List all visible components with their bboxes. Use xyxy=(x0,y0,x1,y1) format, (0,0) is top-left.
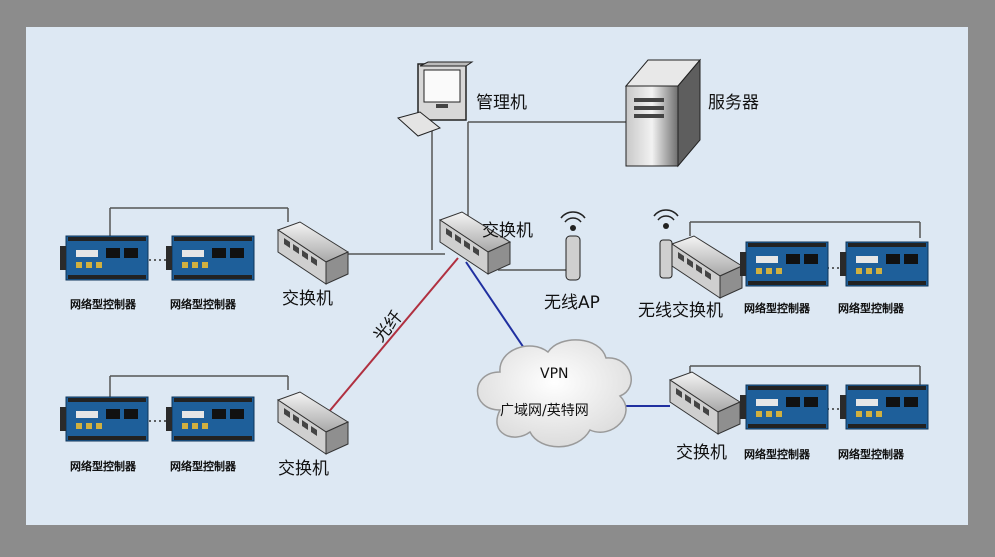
server-label: 服务器 xyxy=(708,93,759,113)
computer-icon xyxy=(396,61,474,137)
vpn-subtitle: 广域网/英特网 xyxy=(500,403,589,419)
switch-label-left-bottom: 交换机 xyxy=(278,459,329,479)
controller-left-bottom-1 xyxy=(59,396,149,442)
controller-left-top-1 xyxy=(59,235,149,281)
controller-label: 网络型控制器 xyxy=(70,298,136,311)
controller-right-bottom-1 xyxy=(739,384,829,430)
wireless-ap-icon xyxy=(560,211,586,281)
controller-label: 网络型控制器 xyxy=(744,302,810,315)
switch-label-right-bottom: 交换机 xyxy=(676,443,727,463)
cloud-icon xyxy=(476,339,632,448)
management-label: 管理机 xyxy=(476,93,527,113)
server-icon xyxy=(624,58,702,168)
antenna-icon xyxy=(653,209,679,279)
wireless-ap-label: 无线AP xyxy=(544,293,600,313)
controller-right-top-2 xyxy=(839,241,929,287)
fiber-link xyxy=(321,257,459,421)
controller-label: 网络型控制器 xyxy=(70,460,136,473)
switch-label-left-top: 交换机 xyxy=(282,289,333,309)
vpn-link xyxy=(465,261,529,355)
wireless-switch-label: 无线交换机 xyxy=(638,301,723,321)
vpn-title: VPN xyxy=(540,366,569,382)
controller-right-top-1 xyxy=(739,241,829,287)
controller-label: 网络型控制器 xyxy=(744,448,810,461)
controller-right-bottom-2 xyxy=(839,384,929,430)
controller-label: 网络型控制器 xyxy=(838,448,904,461)
controller-label: 网络型控制器 xyxy=(838,302,904,315)
controller-label: 网络型控制器 xyxy=(170,298,236,311)
controller-left-top-2 xyxy=(165,235,255,281)
core-switch-label: 交换机 xyxy=(482,221,533,241)
controller-label: 网络型控制器 xyxy=(170,460,236,473)
controller-left-bottom-2 xyxy=(165,396,255,442)
